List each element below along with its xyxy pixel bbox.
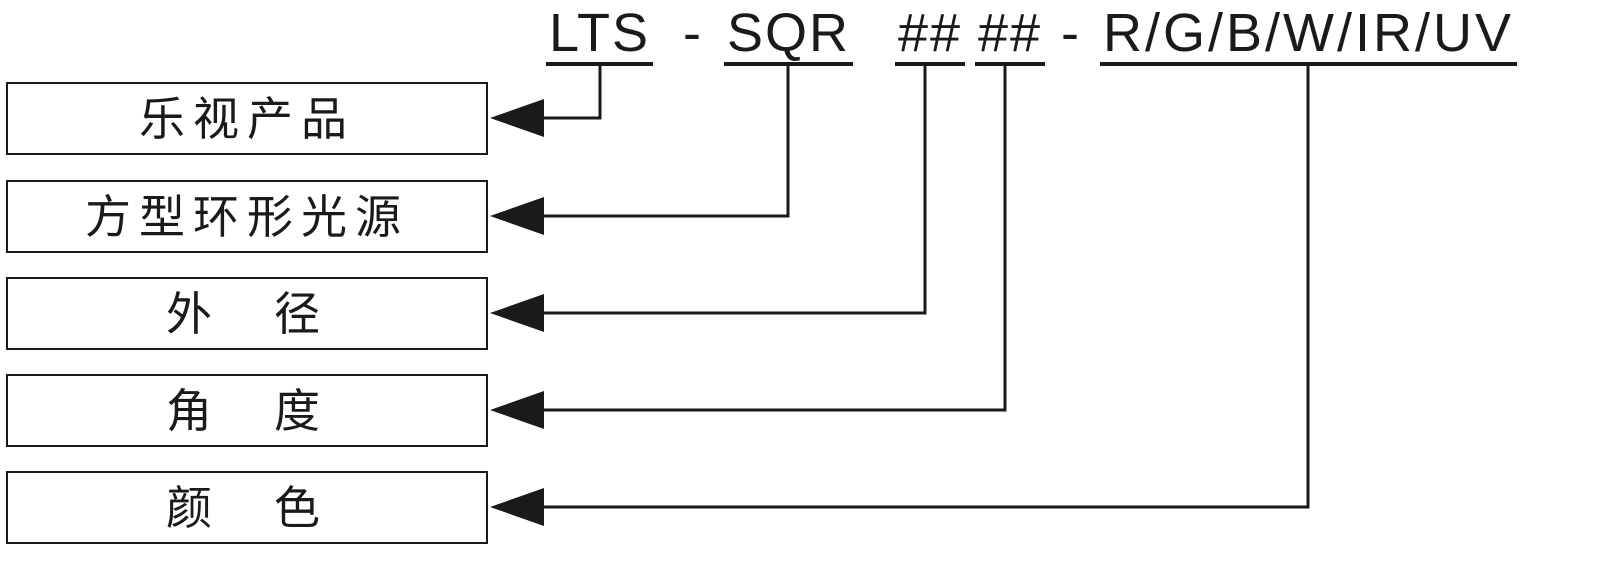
legend-label-ring-light: 方型环形光源 [85, 190, 409, 243]
arrowhead-diameter [490, 294, 544, 332]
legend-box-product: 乐视产品 [6, 82, 488, 155]
model-code-segment-series: LTS [546, 4, 654, 66]
model-code-separator: - [683, 3, 703, 63]
arrowhead-product [490, 99, 544, 137]
model-code-segment-angle: ## [975, 4, 1046, 66]
legend-label-angle: 角 度 [166, 384, 328, 437]
legend-label-product: 乐视产品 [139, 92, 355, 145]
legend-box-outer-diameter: 外 径 [6, 277, 488, 350]
legend-box-color: 颜 色 [6, 471, 488, 544]
connector-type-to-ring-light [490, 64, 790, 235]
connector-color [490, 64, 1310, 526]
connector-angle [490, 64, 1007, 429]
legend-box-angle: 角 度 [6, 374, 488, 447]
legend-box-ring-light: 方型环形光源 [6, 180, 488, 253]
arrowhead-ring-light [490, 197, 544, 235]
model-code-segment-color: R/G/B/W/IR/UV [1100, 4, 1518, 66]
arrowhead-color [490, 488, 544, 526]
connector-diameter [490, 64, 927, 332]
legend-label-color: 颜 色 [166, 481, 328, 534]
arrowhead-angle [490, 391, 544, 429]
model-code-separator-2: - [1061, 3, 1081, 63]
model-code-segment-type: SQR [724, 4, 854, 66]
model-code-segment-diameter: ## [895, 4, 966, 66]
connector-series-to-product [490, 64, 602, 137]
legend-label-outer-diameter: 外 径 [166, 287, 328, 340]
